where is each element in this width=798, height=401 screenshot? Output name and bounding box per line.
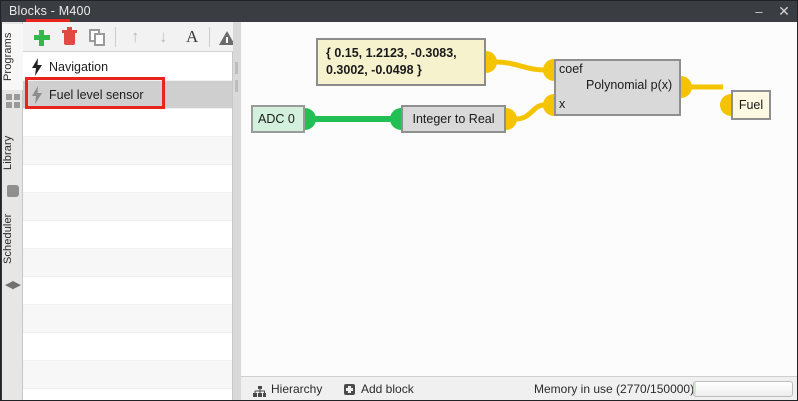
port-poly-in-coef (543, 59, 554, 81)
block-diagram-canvas[interactable]: { 0.15, 1.2123, -0.3083, 0.3002, -0.0498… (241, 22, 797, 376)
toolbar-separator (209, 27, 210, 47)
window-title: Blocks - M400 (9, 4, 91, 18)
list-row-empty[interactable] (23, 221, 232, 249)
arrow-down-icon: ↓ (159, 27, 168, 46)
memory-progress-bar (693, 381, 793, 397)
title-red-underline-annotation (26, 19, 70, 23)
close-button[interactable]: ✕ (778, 3, 790, 19)
program-list-panel: ↑ ↓ A 0 Navigation (23, 22, 240, 400)
block-fuel-output[interactable]: Fuel (731, 90, 771, 120)
list-item-navigation[interactable]: Navigation (23, 53, 232, 81)
port-i2r-out (506, 108, 517, 130)
block-polynomial[interactable]: coef x Polynomial p(x) (554, 59, 681, 116)
list-row-empty[interactable] (23, 249, 232, 277)
sidebar-tab-programs[interactable]: Programs (2, 24, 23, 90)
sidebar-tab-scheduler[interactable]: Scheduler (2, 213, 14, 265)
collapse-arrows-icon[interactable]: ◀▶ (5, 279, 21, 291)
lightning-icon (31, 86, 43, 104)
add-block-button[interactable]: Add block (361, 382, 414, 396)
toolbar-separator (115, 27, 116, 47)
move-up-button[interactable]: ↑ (123, 25, 149, 49)
list-row-empty[interactable] (23, 277, 232, 305)
block-constant-coefficients[interactable]: { 0.15, 1.2123, -0.3083, 0.3002, -0.0498… (316, 38, 486, 86)
font-button[interactable]: A (179, 25, 205, 49)
list-row-empty[interactable] (23, 165, 232, 193)
diagram-links-layer (305, 51, 731, 130)
memory-progress-fill (694, 382, 696, 396)
list-row-empty[interactable] (23, 305, 232, 333)
hierarchy-icon (253, 384, 266, 397)
lightning-icon (31, 58, 43, 76)
list-item-fuel-level-sensor[interactable]: Fuel level sensor (23, 81, 232, 109)
block-title-label: Polynomial p(x) (586, 78, 673, 92)
port-i2r-in (390, 108, 401, 130)
program-list[interactable]: Navigation Fuel level sensor (23, 53, 232, 400)
list-toolbar: ↑ ↓ A 0 (23, 22, 240, 52)
list-row-empty[interactable] (23, 193, 232, 221)
port-fuel-in (720, 94, 731, 116)
link-i2r-to-x (515, 102, 545, 122)
book-icon (6, 184, 20, 198)
grid-icon (6, 94, 20, 108)
list-row-empty[interactable] (23, 109, 232, 137)
link-const-to-coef (495, 59, 545, 73)
list-item-label: Navigation (49, 60, 109, 74)
block-integer-to-real[interactable]: Integer to Real (401, 105, 506, 133)
move-down-button[interactable]: ↓ (151, 25, 177, 49)
block-adc-0[interactable]: ADC 0 (251, 105, 305, 133)
status-bar: Hierarchy Add block Memory in use (2770/… (241, 376, 797, 400)
arrow-up-icon: ↑ (131, 27, 140, 46)
memory-in-use-label: Memory in use (2770/150000) (534, 382, 695, 396)
block-input-label-coef: coef (559, 62, 583, 76)
add-block-icon[interactable] (344, 384, 355, 395)
add-program-button[interactable] (29, 25, 55, 49)
port-const-out (486, 51, 497, 73)
hierarchy-button[interactable]: Hierarchy (271, 382, 323, 396)
title-bar: Blocks - M400 – ✕ (1, 1, 797, 23)
minimize-button[interactable]: – (755, 4, 763, 19)
letter-a-icon: A (186, 27, 199, 46)
sidebar-tab-library[interactable]: Library (2, 135, 14, 171)
list-row-empty[interactable] (23, 137, 232, 165)
port-adc-out (305, 108, 316, 130)
list-row-empty[interactable] (23, 361, 232, 389)
list-row-empty[interactable] (23, 333, 232, 361)
port-poly-out (681, 76, 692, 98)
delete-program-button[interactable] (57, 25, 83, 49)
list-item-label: Fuel level sensor (49, 88, 144, 102)
panel-splitter[interactable] (233, 22, 241, 400)
block-input-label-x: x (559, 97, 566, 111)
copy-program-button[interactable] (85, 25, 111, 49)
port-poly-in-x (543, 94, 554, 116)
vertical-tab-strip: Programs Library Scheduler ◀▶ (2, 22, 23, 400)
